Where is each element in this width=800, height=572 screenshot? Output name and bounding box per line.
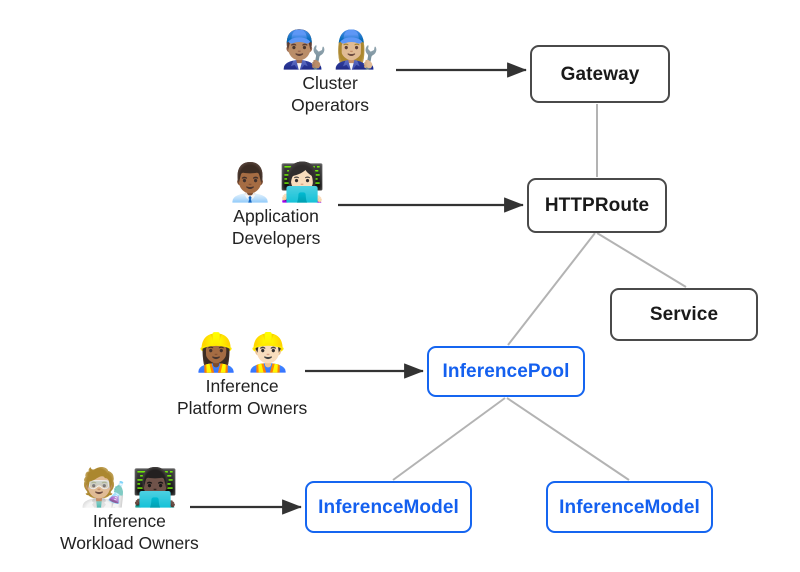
persona-avatars: 👨🏾‍💼👩🏻‍💻 bbox=[227, 163, 325, 202]
man-mechanic-icon: 👨🏽‍🔧 bbox=[281, 28, 328, 71]
woman-construction-worker-icon: 👷🏾‍♀️ bbox=[193, 331, 240, 374]
persona-cluster-operators: 👨🏽‍🔧👩🏼‍🔧Cluster Operators bbox=[281, 30, 379, 117]
node-httproute[interactable]: HTTPRoute bbox=[527, 178, 667, 233]
persona-label: Inference Workload Owners bbox=[60, 511, 199, 554]
node-label: HTTPRoute bbox=[544, 195, 650, 216]
node-gateway[interactable]: Gateway bbox=[530, 45, 670, 103]
node-inferencepool[interactable]: InferencePool bbox=[427, 346, 585, 397]
connector-httproute-service bbox=[596, 232, 687, 288]
persona-inference-platform-owners: 👷🏾‍♀️👷🏻‍♂️Inference Platform Owners bbox=[177, 333, 307, 420]
persona-label: Inference Platform Owners bbox=[177, 376, 308, 419]
node-service[interactable]: Service bbox=[610, 288, 758, 341]
woman-technologist-icon: 👩🏻‍💻 bbox=[279, 161, 326, 204]
persona-avatars: 🧑🏼‍🔬👨🏿‍💻 bbox=[80, 468, 178, 507]
scientist-icon: 🧑🏼‍🔬 bbox=[80, 466, 127, 509]
node-inferencemodel1[interactable]: InferenceModel bbox=[305, 481, 472, 533]
man-office-worker-icon: 👨🏾‍💼 bbox=[227, 161, 274, 204]
node-label: Service bbox=[649, 304, 719, 325]
woman-mechanic-icon: 👩🏼‍🔧 bbox=[333, 28, 380, 71]
man-technologist-icon: 👨🏿‍💻 bbox=[132, 466, 179, 509]
connector-httproute-inferencepool bbox=[507, 232, 596, 346]
persona-label: Cluster Operators bbox=[291, 73, 369, 116]
persona-application-developers: 👨🏾‍💼👩🏻‍💻Application Developers bbox=[227, 163, 325, 250]
persona-arrows bbox=[190, 62, 527, 515]
node-inferencemodel2[interactable]: InferenceModel bbox=[546, 481, 713, 533]
man-construction-worker-icon: 👷🏻‍♂️ bbox=[245, 331, 292, 374]
persona-label: Application Developers bbox=[231, 206, 321, 249]
node-label: Gateway bbox=[560, 63, 640, 85]
node-label: InferencePool bbox=[442, 361, 570, 382]
persona-inference-workload-owners: 🧑🏼‍🔬👨🏿‍💻Inference Workload Owners bbox=[60, 468, 199, 555]
persona-avatars: 👷🏾‍♀️👷🏻‍♂️ bbox=[193, 333, 291, 372]
connector-inferencepool-model-left bbox=[392, 397, 506, 481]
persona-avatars: 👨🏽‍🔧👩🏼‍🔧 bbox=[281, 30, 379, 69]
connector-inferencepool-model-right bbox=[506, 397, 630, 481]
node-label: InferenceModel bbox=[559, 496, 700, 518]
node-label: InferenceModel bbox=[318, 496, 459, 518]
